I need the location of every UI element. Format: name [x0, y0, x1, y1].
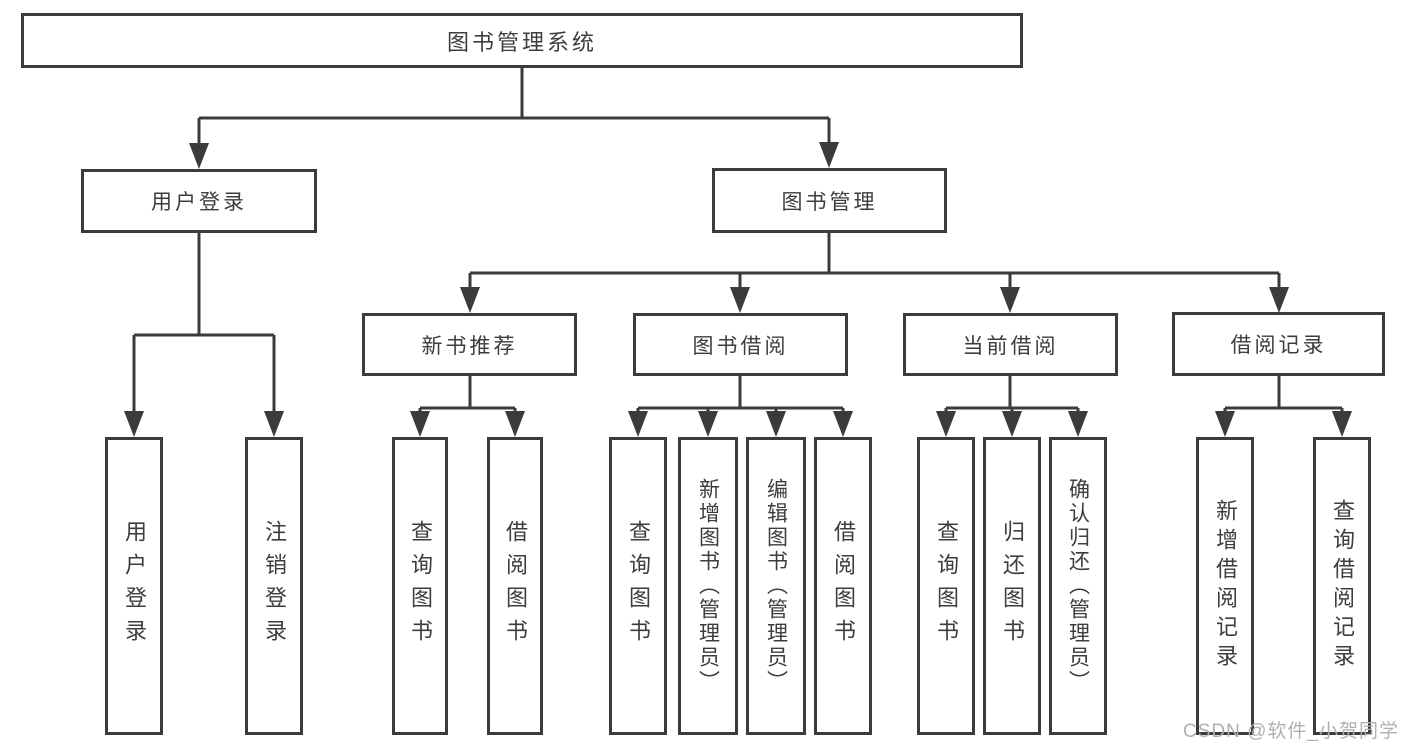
leaf-add-borrow-record: 新增借阅记录: [1196, 437, 1254, 735]
connector-bookmgmt-to-level3: [470, 233, 1279, 275]
leaf-edit-book-admin: 编辑图书（管理员）: [746, 437, 806, 735]
node-label: 新增图书（管理员）: [696, 478, 720, 694]
node-label: 借阅图书: [503, 520, 528, 652]
arrowheads: [124, 142, 1352, 437]
node-label: 查询图书: [934, 520, 959, 652]
leaf-query-books-borrow: 查询图书: [609, 437, 667, 735]
node-book-borrowing: 图书借阅: [633, 313, 848, 376]
node-label: 图书借阅: [692, 334, 789, 358]
leaf-add-book-admin: 新增图书（管理员）: [678, 437, 738, 735]
node-label: 新书推荐: [421, 334, 518, 358]
leaf-logout: 注销登录: [245, 437, 303, 735]
leaf-confirm-return-admin: 确认归还（管理员）: [1049, 437, 1107, 735]
node-label: 查询图书: [408, 520, 433, 652]
node-library-management-system: 图书管理系统: [21, 13, 1023, 68]
node-label: 查询图书: [626, 520, 651, 652]
connector-borrow-to-leaves: [638, 374, 843, 410]
leaf-borrow-books-recommend: 借阅图书: [487, 437, 543, 735]
leaf-query-books-current: 查询图书: [917, 437, 975, 735]
node-label: 用户登录: [151, 191, 247, 214]
csdn-watermark: CSDN @软件_小贺同学: [1183, 721, 1399, 742]
node-label: 查询借阅记录: [1330, 499, 1355, 673]
connector-records-to-leaves: [1225, 374, 1342, 410]
node-user-login: 用户登录: [81, 169, 317, 233]
node-label: 归还图书: [1000, 520, 1025, 652]
node-label: 注销登录: [262, 520, 287, 652]
connector-current-to-leaves: [946, 374, 1078, 410]
node-label: 借阅图书: [831, 520, 856, 652]
node-label: 当前借阅: [962, 334, 1059, 358]
leaf-user-login: 用户登录: [105, 437, 163, 735]
leaf-return-books: 归还图书: [983, 437, 1041, 735]
node-label: 借阅记录: [1230, 334, 1327, 357]
connector-root-to-level2: [199, 68, 829, 120]
connector-newbook-to-leaves: [420, 374, 515, 410]
node-borrowing-records: 借阅记录: [1172, 312, 1385, 376]
node-label: 编辑图书（管理员）: [764, 478, 788, 694]
leaf-borrow-books: 借阅图书: [814, 437, 872, 735]
node-label: 图书管理: [781, 190, 878, 214]
node-label: 新增借阅记录: [1213, 499, 1238, 673]
node-book-management: 图书管理: [712, 168, 947, 233]
node-label: 确认归还（管理员）: [1066, 478, 1090, 694]
node-new-book-recommend: 新书推荐: [362, 313, 577, 376]
node-current-borrowing: 当前借阅: [903, 313, 1118, 376]
connector-userlogin-to-leaves: [134, 233, 274, 337]
node-label: 用户登录: [122, 520, 147, 652]
leaf-query-books-recommend: 查询图书: [392, 437, 448, 735]
node-label: 图书管理系统: [446, 29, 597, 55]
leaf-query-borrow-record: 查询借阅记录: [1313, 437, 1371, 735]
